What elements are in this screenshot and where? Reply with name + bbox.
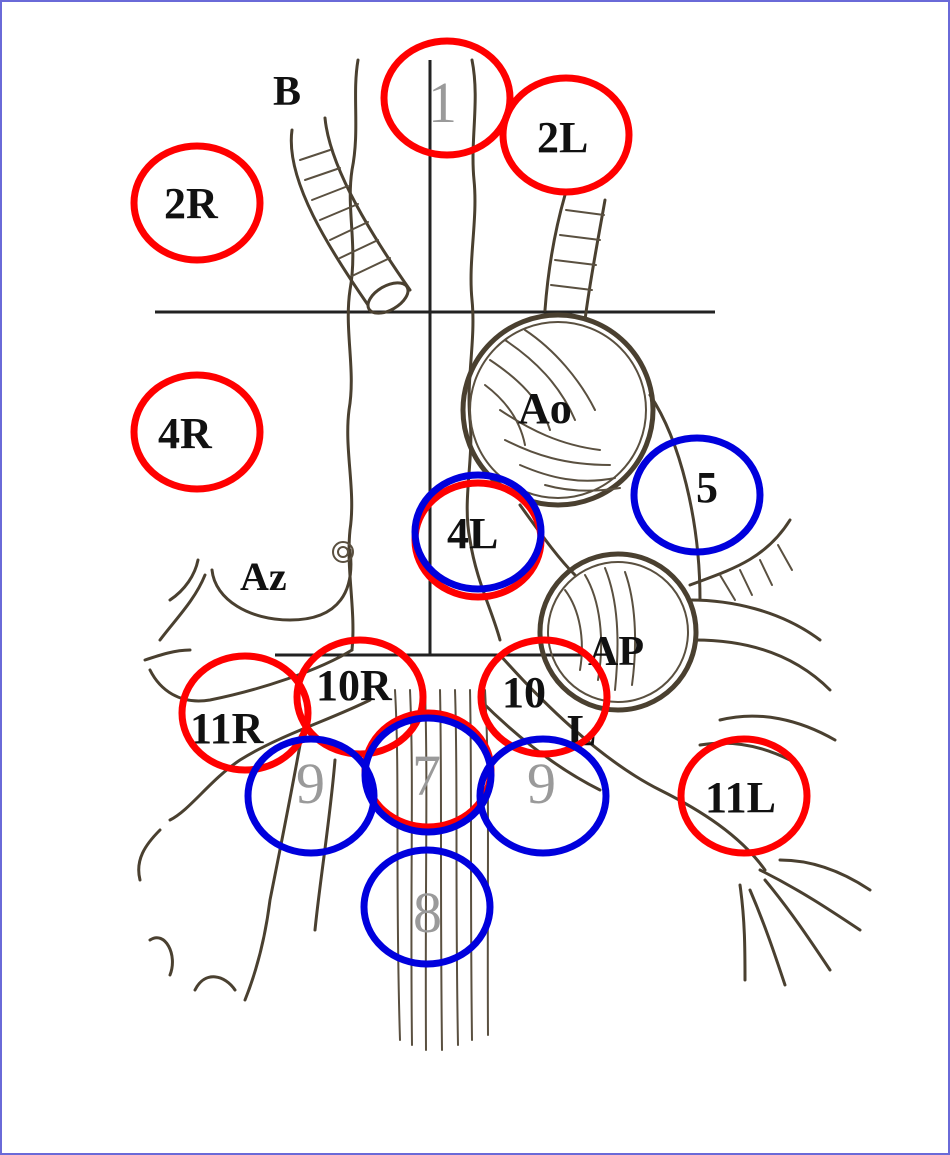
station-5-ring [630,434,764,556]
left-upper-vessel [543,193,607,322]
station-10L-ring [477,636,611,758]
right-upper-branches [143,558,207,662]
anatomy-drawing [137,58,872,1051]
right-main-bronchus [148,648,372,822]
station-9-left-label: 9 [296,751,325,816]
station-11R-label: 11R [190,704,265,753]
azygos-arch-inner [337,546,349,558]
station-8-ring [360,846,494,968]
brachiocephalic-vessel-end [366,281,410,315]
station-11L-label: 11L [705,773,776,822]
station-9-left-ring [244,735,378,857]
station-10R-label: 10R [316,661,393,710]
aortic-arch-hatching [484,329,621,492]
station-4R-ring [130,371,264,493]
blue-station-rings [244,434,764,968]
left-pulmonary-hatching [719,544,793,601]
label-brachiocephalic: B [273,69,301,115]
station-11R-ring [178,652,312,774]
station-1-ring [380,37,514,159]
station-2R-label: 2R [164,179,219,228]
aortic-arch-inner [469,321,647,499]
station-2L-ring [499,74,633,196]
left-upper-branches [698,714,837,762]
station-4R-label: 4R [158,409,213,458]
left-lower-branches [738,858,872,987]
station-1-label: 1 [428,70,457,135]
azygos-arch [332,541,354,563]
pulmonary-artery-inner [547,561,689,703]
left-upper-vessel-hatching [550,209,605,291]
trachea-right-wall [346,58,360,652]
station-7-label: 7 [412,743,441,808]
pulmonary-artery [537,551,699,713]
station-10L-number: 10 [502,668,546,717]
station-4L-ring-blue [411,471,545,593]
brachiocephalic-hatching [299,149,391,277]
station-9-right-label: 9 [527,751,556,816]
station-2L-label: 2L [537,113,588,162]
station-9-right-ring [476,735,610,857]
station-10R-ring [293,636,427,758]
label-azygos: Az [240,554,287,599]
label-aorta: Ao [518,384,572,433]
station-7-ring-blue [361,714,495,836]
trachea-left-wall [465,58,502,642]
station-11L-ring [677,735,811,857]
station-4L-label: 4L [447,509,498,558]
azygos-vein [210,548,353,622]
left-pulmonary-branch [688,518,832,692]
station-5-label: 5 [696,463,718,512]
station-8-label: 8 [413,880,442,945]
station-2R-ring [130,142,264,264]
aortic-arch [460,312,656,508]
